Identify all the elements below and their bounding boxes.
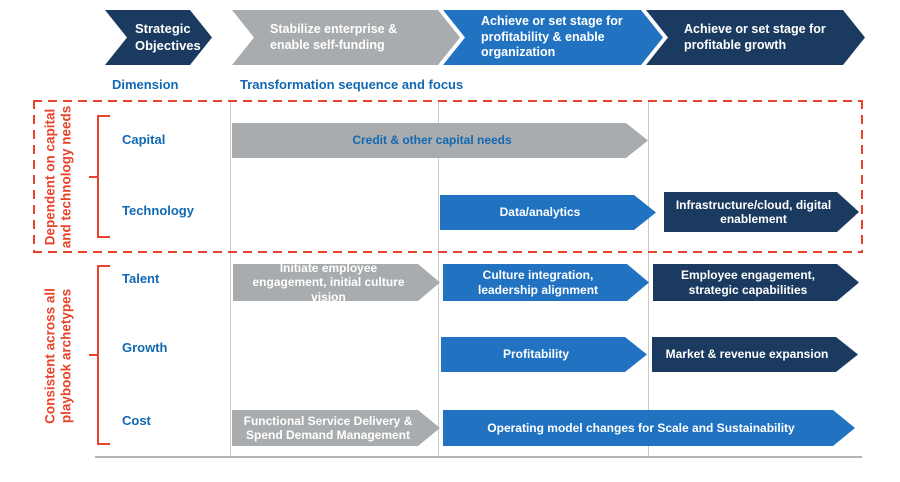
stage-label: Stabilize enterprise & enable self-fundi… (270, 21, 398, 52)
dashed-edge-left (33, 100, 35, 253)
stage-arrow-growth: Achieve or set stage for profitable grow… (646, 10, 865, 65)
bracket-line (89, 354, 97, 356)
arrow-label: Employee engagement, strategic capabilit… (680, 268, 816, 297)
column-divider (230, 100, 231, 457)
dashed-edge-top (33, 100, 863, 102)
talent-culture-integration-arrow: Culture integration, leadership alignmen… (443, 264, 649, 301)
capital-credit-arrow: Credit & other capital needs (232, 123, 648, 158)
group-label-line: playbook archetypes (58, 288, 73, 424)
arrow-label: Initiate employee engagement, initial cu… (252, 260, 405, 304)
bracket-line (97, 265, 110, 267)
bracket-line (97, 115, 99, 238)
group-bracket-capital-technology (89, 115, 110, 238)
stage-label: Achieve or set stage for profitability &… (481, 14, 623, 60)
row-label-cost: Cost (122, 413, 151, 428)
arrow-label: Functional Service Delivery & Spend Dema… (243, 413, 413, 442)
group-bracket-playbook-archetypes (89, 265, 110, 445)
group-label-line: Consistent across all (42, 288, 58, 424)
stage-arrow-profitability: Achieve or set stage for profitability &… (443, 10, 663, 65)
row-label-capital: Capital (122, 132, 166, 147)
sequence-column-header: Transformation sequence and focus (240, 77, 464, 92)
bracket-line (97, 265, 99, 445)
cost-operating-model-arrow: Operating model changes for Scale and Su… (443, 410, 855, 446)
stage-arrow-stabilize: Stabilize enterprise & enable self-fundi… (232, 10, 460, 65)
dashed-edge-bottom (33, 251, 863, 253)
cost-functional-service-arrow: Functional Service Delivery & Spend Dema… (232, 410, 440, 446)
talent-initiate-engagement-arrow: Initiate employee engagement, initial cu… (233, 264, 440, 301)
arrow-label: Data/analytics (499, 205, 581, 220)
arrow-label: Operating model changes for Scale and Su… (487, 420, 795, 435)
technology-data-analytics-arrow: Data/analytics (440, 195, 656, 230)
arrow-label: Credit & other capital needs (352, 133, 512, 148)
technology-infrastructure-arrow: Infrastructure/cloud, digital enablement (664, 192, 859, 232)
group-label-capital-technology: Dependent on capital and technology need… (42, 106, 73, 249)
bracket-line (97, 236, 110, 238)
talent-employee-engagement-arrow: Employee engagement, strategic capabilit… (653, 264, 859, 301)
group-label-playbook-archetypes: Consistent across all playbook archetype… (42, 288, 73, 424)
column-divider (648, 100, 649, 457)
strategic-objectives-arrow: Strategic Objectives (105, 10, 212, 65)
strategic-objectives-label: Strategic Objectives (135, 21, 201, 53)
stage-label: Achieve or set stage for profitable grow… (684, 21, 826, 52)
group-label-line: Dependent on capital (42, 108, 58, 246)
arrow-label: Profitability (502, 347, 569, 362)
bracket-line (97, 443, 110, 445)
row-label-technology: Technology (122, 203, 194, 218)
growth-market-expansion-arrow: Market & revenue expansion (652, 337, 858, 372)
dimension-column-header: Dimension (112, 77, 179, 92)
row-label-growth: Growth (122, 340, 168, 355)
bracket-line (97, 115, 110, 117)
arrow-label: Infrastructure/cloud, digital enablement (675, 197, 832, 226)
arrow-label: Culture integration, leadership alignmen… (477, 268, 599, 297)
column-divider (438, 100, 439, 457)
bracket-line (89, 175, 97, 178)
dashed-edge-right (861, 100, 863, 253)
growth-profitability-arrow: Profitability (441, 337, 647, 372)
row-label-talent: Talent (122, 271, 160, 286)
arrow-label: Market & revenue expansion (665, 347, 829, 362)
bottom-axis-line (95, 456, 862, 458)
group-label-line: and technology needs (58, 105, 73, 249)
